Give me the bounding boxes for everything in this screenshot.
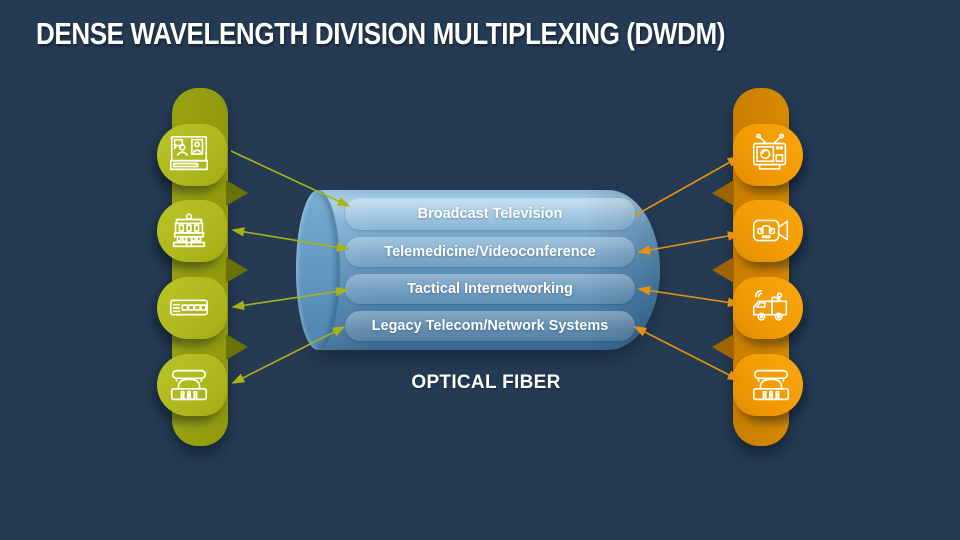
rail-notch [226,334,248,360]
channel-pill: Tactical Internetworking [345,274,635,304]
retro-tv-icon [748,132,794,178]
left-rail-item-2 [157,200,227,262]
right-rail-item-3 [733,277,803,339]
channel-pill: Telemedicine/Videoconference [345,237,635,267]
video-call-icon [748,208,794,254]
rotary-telephone-icon [748,362,794,408]
clinic-building-icon [166,208,212,254]
rail-notch [226,257,248,283]
channel-pill: Broadcast Television [345,198,635,230]
right-rail-item-1 [733,124,803,186]
right-rail-item-2 [733,200,803,262]
rotary-telephone-icon [166,362,212,408]
cylinder-end-cap [296,190,340,350]
rail-notch [712,257,734,283]
broadcast-van-icon [748,285,794,331]
left-rail-item-4 [157,354,227,416]
slide-title: DENSE WAVELENGTH DIVISION MULTIPLEXING (… [36,16,726,51]
right-rail-item-4 [733,354,803,416]
rail-notch [712,334,734,360]
left-rail-item-3 [157,277,227,339]
optical-fiber-cylinder [314,190,660,350]
optical-fiber-label: OPTICAL FIBER [411,372,561,393]
network-switch-icon [166,285,212,331]
rail-notch [712,180,734,206]
channel-pill: Legacy Telecom/Network Systems [345,311,635,341]
rail-notch [226,180,248,206]
news-studio-icon [166,132,212,178]
left-rail-item-1 [157,124,227,186]
